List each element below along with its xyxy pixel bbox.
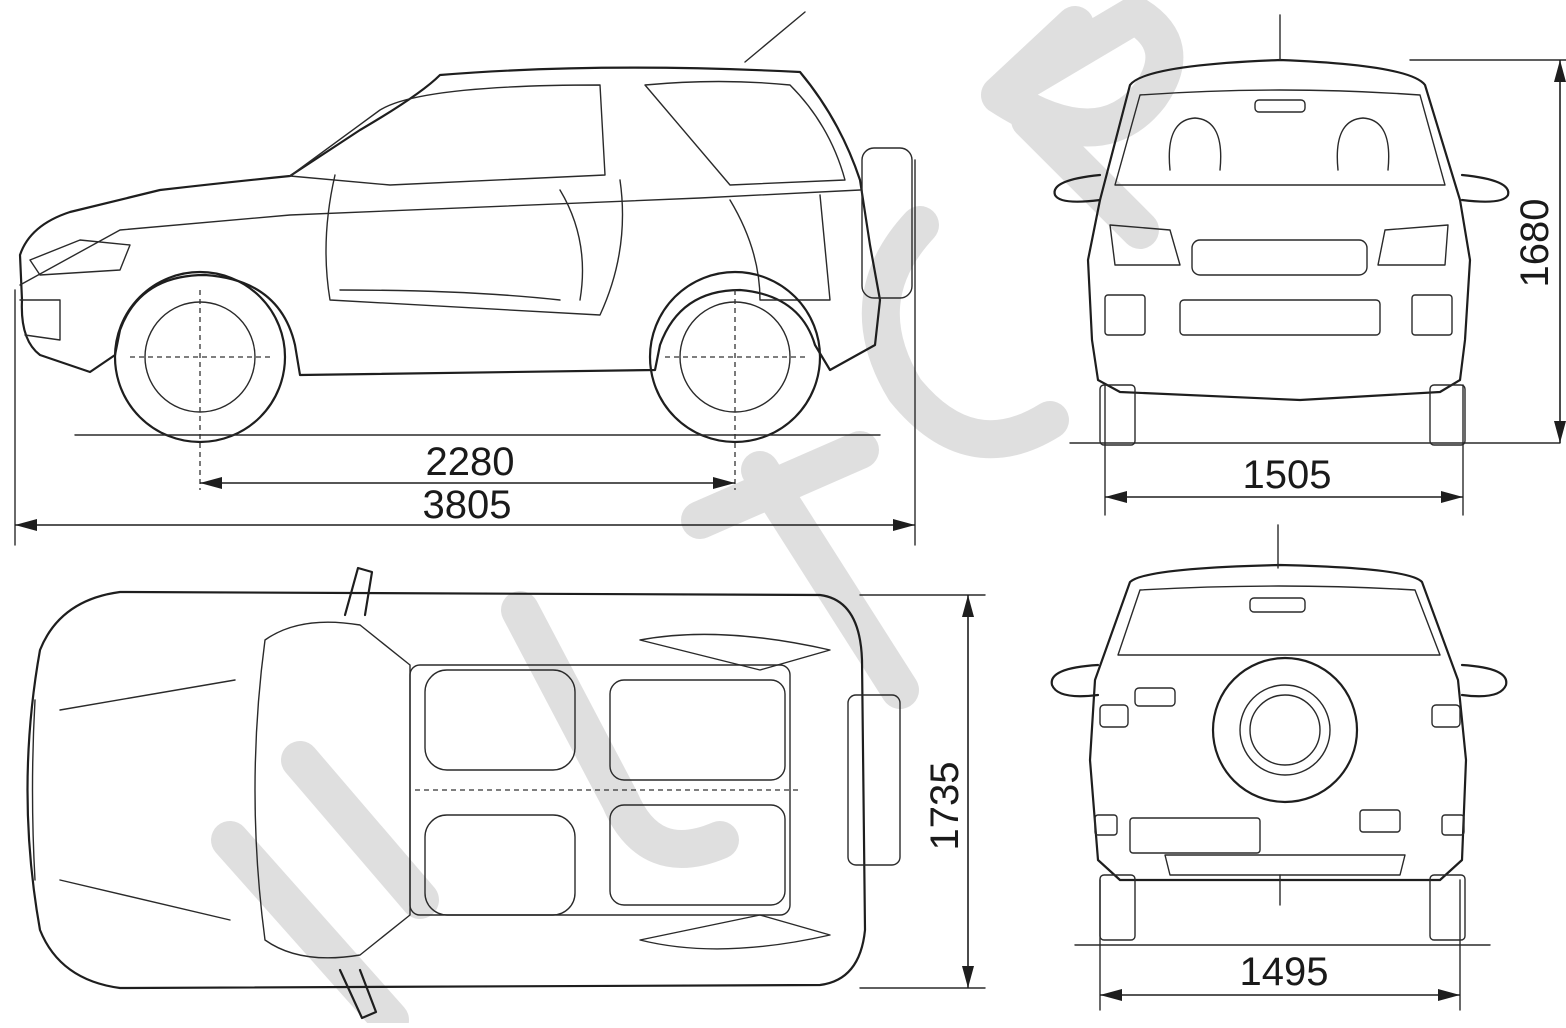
watermark <box>211 0 1184 1028</box>
side-view <box>14 11 916 546</box>
rear-view <box>1050 524 1508 1011</box>
front-view <box>1053 14 1566 516</box>
length-label: 3805 <box>423 483 512 527</box>
height-label: 1680 <box>1513 199 1557 288</box>
wheelbase-label: 2280 <box>426 440 515 484</box>
rear-track-label: 1495 <box>1240 950 1329 994</box>
width-label: 1735 <box>923 762 967 851</box>
top-view <box>26 566 986 1020</box>
front-track-label: 1505 <box>1243 453 1332 497</box>
